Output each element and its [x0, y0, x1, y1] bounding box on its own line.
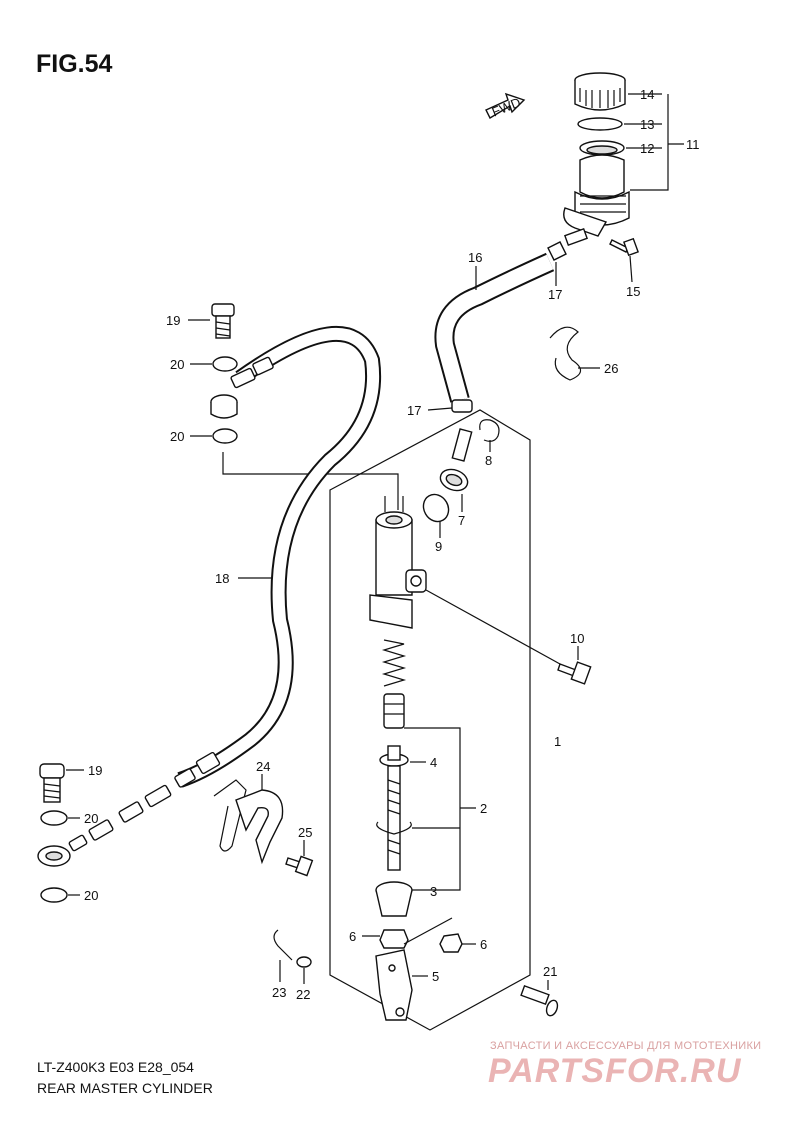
banjo-bolt-19-lower [39, 763, 65, 803]
upper-banjo-fitting [230, 356, 274, 389]
callout-19-upper: 19 [166, 313, 180, 328]
bolt-10 [557, 661, 592, 685]
callout-19-lower: 19 [88, 763, 102, 778]
brake-hose-18-inner [178, 327, 379, 786]
callout-18: 18 [215, 571, 229, 586]
pin-21 [520, 984, 559, 1017]
callout-3: 3 [430, 884, 437, 899]
boot-3 [375, 881, 413, 917]
piston-2 [383, 693, 405, 729]
reservoir-cap-14 [574, 72, 626, 111]
fwd-arrow-icon: FWD [485, 92, 526, 119]
banjo-eye-upper [210, 394, 238, 419]
callout-1: 1 [554, 734, 561, 749]
callout-26: 26 [604, 361, 618, 376]
master-cylinder-body [369, 496, 427, 629]
leader-10-dashed [425, 589, 561, 665]
callout-13: 13 [640, 117, 654, 132]
fwd-label: FWD [490, 94, 523, 119]
callout-16: 16 [468, 250, 482, 265]
washer-20b [212, 428, 238, 444]
lower-hose-fitting [37, 751, 221, 867]
callout-25: 25 [298, 825, 312, 840]
screw-15 [609, 237, 639, 257]
cotter-pin-23 [273, 929, 293, 961]
callout-20-a: 20 [170, 357, 184, 372]
callout-24: 24 [256, 759, 270, 774]
hose-fitting [563, 227, 589, 247]
callout-4: 4 [430, 755, 437, 770]
leader-11 [630, 94, 684, 191]
washer-20c [40, 810, 68, 826]
hose-clamp-24 [213, 779, 284, 865]
callout-17-upper: 17 [548, 287, 562, 302]
banjo-bolt-19-upper [211, 303, 235, 339]
leader-17b [427, 407, 453, 411]
callout-22: 22 [296, 987, 310, 1002]
watermark-tagline: ЗАПЧАСТИ И АКСЕССУАРЫ ДЛЯ МОТОТЕХНИКИ [490, 1040, 762, 1052]
callout-20-d: 20 [84, 888, 98, 903]
nut-6-right [439, 933, 463, 953]
callout-5: 5 [432, 969, 439, 984]
watermark-logo: PARTSFOR.RU [488, 1052, 742, 1090]
assembly-outline-1 [329, 409, 531, 1031]
leader-6-diag [403, 917, 453, 945]
washer-20a [212, 356, 238, 372]
callout-8: 8 [485, 453, 492, 468]
callout-2: 2 [480, 801, 487, 816]
model-code: LT-Z400K3 E03 E28_054 [37, 1059, 194, 1075]
callout-23: 23 [272, 985, 286, 1000]
nut-6-left [379, 929, 409, 949]
leader-2 [404, 727, 476, 891]
diaphragm-12 [579, 140, 625, 156]
spring [381, 639, 407, 687]
spring-clip-26 [549, 326, 582, 381]
callout-10: 10 [570, 631, 584, 646]
callout-11: 11 [686, 137, 700, 152]
oring-9 [422, 493, 450, 523]
clip-17-lower [451, 399, 473, 413]
leader-15 [629, 255, 633, 283]
circlip-2 [376, 821, 412, 835]
callout-21: 21 [543, 964, 557, 979]
bolt-25 [285, 855, 314, 877]
callout-12: 12 [640, 141, 654, 156]
reservoir-tank-11 [563, 154, 630, 237]
clevis-5 [375, 949, 413, 1021]
diaphragm-plate-13 [577, 117, 623, 131]
callout-20-b: 20 [170, 429, 184, 444]
callout-15: 15 [626, 284, 640, 299]
reservoir-hose-16-inner [436, 254, 554, 403]
washer-22 [296, 956, 312, 968]
connector-7 [439, 428, 473, 492]
callout-6-right: 6 [480, 937, 487, 952]
callout-7: 7 [458, 513, 465, 528]
callout-20-c: 20 [84, 811, 98, 826]
figure-title: FIG.54 [36, 50, 113, 78]
callout-14: 14 [640, 87, 654, 102]
pushrod-4 [379, 745, 409, 871]
callout-9: 9 [435, 539, 442, 554]
section-title: REAR MASTER CYLINDER [37, 1080, 213, 1096]
callout-6-left: 6 [349, 929, 356, 944]
washer-20d [40, 887, 68, 903]
clip-17-upper [547, 241, 567, 261]
callout-17-lower: 17 [407, 403, 421, 418]
circlip-8 [479, 419, 500, 442]
